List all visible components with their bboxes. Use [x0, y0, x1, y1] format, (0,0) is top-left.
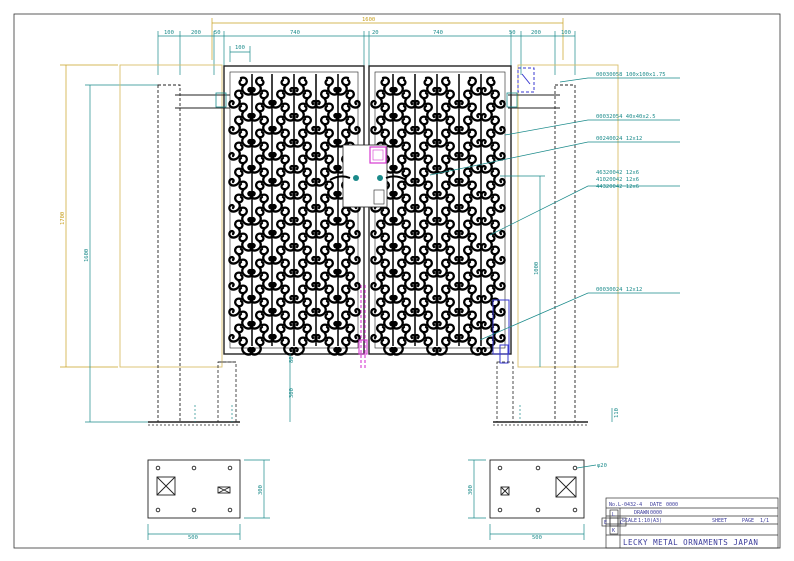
top-dimension-chain — [157, 18, 576, 75]
dim-base-right-height: 300 — [468, 485, 474, 495]
scroll-ornaments — [229, 76, 506, 356]
dim-200-left: 200 — [191, 30, 201, 36]
pillar-outlines — [119, 64, 619, 368]
tb-drawn-value: 0000 — [650, 510, 662, 516]
dim-bottom-clearance: 80 — [289, 356, 295, 363]
callout-leaders — [429, 77, 680, 341]
dim-handle-height: 1000 — [534, 262, 540, 275]
base-plate-left — [147, 459, 241, 519]
dim-100-right: 100 — [561, 30, 571, 36]
callout-5: 44320042 12x6 — [596, 184, 639, 190]
tb-logo-c: C — [620, 520, 623, 526]
ground-dimension-lines — [194, 175, 613, 422]
tb-scale-label: SCALE — [622, 518, 637, 524]
dim-100-left: 100 — [164, 30, 174, 36]
scroll-ornament — [467, 336, 483, 356]
tb-company: LECKY METAL ORNAMENTS JAPAN — [623, 538, 758, 547]
sheet-border — [13, 13, 781, 549]
dim-overall-width: 1600 — [362, 17, 375, 23]
left-dimension-lines — [60, 64, 158, 423]
ground-foundation — [148, 361, 588, 426]
tb-drawing-no-label: No. — [609, 502, 618, 508]
tb-logo-e: E — [604, 520, 607, 526]
callout-4: 41020042 12x6 — [596, 177, 639, 183]
tb-scale-value: 1:10(A3) — [638, 518, 662, 524]
dim-50-left: 50 — [214, 30, 221, 36]
dim-ground-right: 110 — [614, 408, 620, 418]
tb-logo-l: L — [612, 512, 615, 518]
tb-sheet-label: SHEET — [712, 518, 727, 524]
tb-logo-k: K — [612, 528, 615, 534]
tb-date-label: DATE — [650, 502, 662, 508]
callout-6: 00030024 12x12 — [596, 287, 642, 293]
dim-inner-100: 100 — [235, 45, 245, 51]
dim-gap-center: 20 — [372, 30, 379, 36]
dim-base-left-width: 500 — [188, 535, 198, 541]
callout-0: 00030058 100x100x1.75 — [596, 72, 666, 78]
tb-drawn-label: DRAWN — [634, 510, 649, 516]
dim-200-right: 200 — [531, 30, 541, 36]
tb-page-label: PAGE — [742, 518, 754, 524]
callout-1: 00032054 40x40x2.5 — [596, 114, 656, 120]
dim-height-inner: 1600 — [84, 249, 90, 262]
hinges — [215, 92, 518, 108]
dim-base-right-width: 500 — [532, 535, 542, 541]
tb-page-value: 1/1 — [760, 518, 769, 524]
callout-3: 46320042 12x6 — [596, 170, 639, 176]
base-dimension-lines — [147, 459, 597, 540]
dim-base-left-height: 300 — [258, 485, 264, 495]
tb-date-value: 0000 — [666, 502, 678, 508]
dim-height-outer: 1700 — [60, 212, 66, 225]
dim-leaf-left: 740 — [290, 30, 300, 36]
stopper-marks — [492, 67, 535, 364]
callout-2: 00240024 12x12 — [596, 136, 642, 142]
dim-hole-dia: φ20 — [597, 463, 607, 469]
posts — [157, 84, 576, 423]
drop-rod — [358, 285, 368, 370]
base-plate-right — [489, 459, 585, 519]
dim-leaf-right: 740 — [433, 30, 443, 36]
tb-drawing-no: L-0432-4 — [618, 502, 642, 508]
title-block — [601, 497, 779, 549]
dim-50-right: 50 — [509, 30, 516, 36]
scroll-ornament — [481, 338, 494, 355]
lock-box — [329, 144, 407, 208]
dim-foundation-depth: 300 — [289, 388, 295, 398]
